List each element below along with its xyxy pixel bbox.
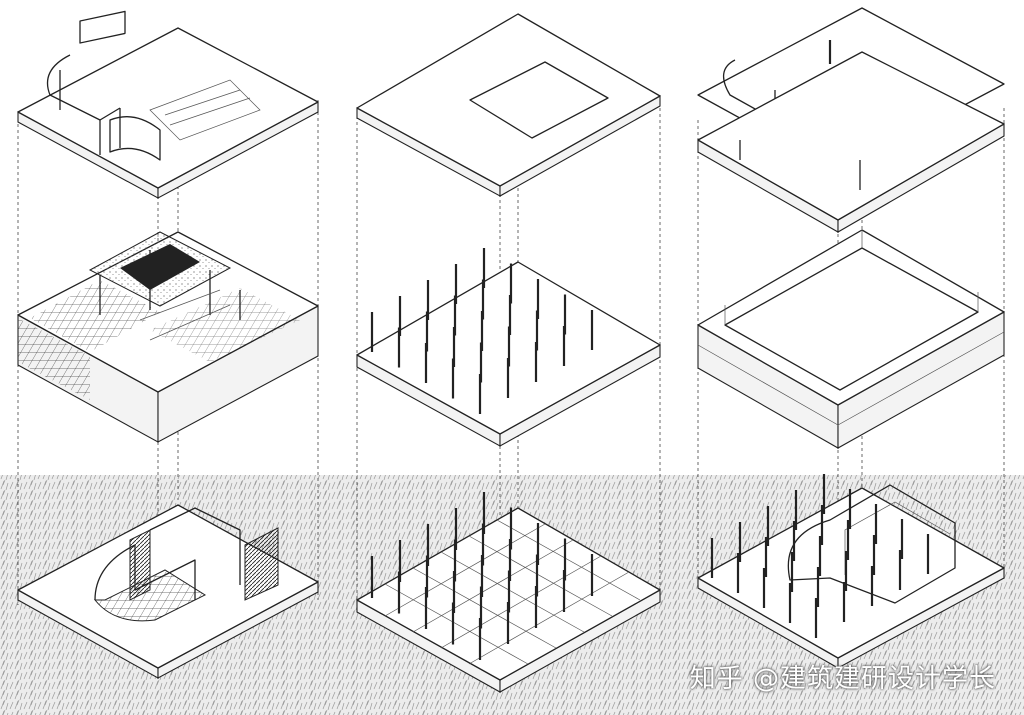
volume-floor-1	[17, 231, 319, 443]
roof-slab-2	[356, 13, 661, 197]
column-1-stack	[17, 10, 319, 680]
watermark-label: 知乎 @建筑建研设计学长	[689, 664, 996, 694]
column-2-stack	[356, 13, 661, 693]
roof-slab-1	[17, 10, 319, 199]
ground-floor-3	[697, 484, 1005, 669]
pilotis-columns-low	[370, 492, 594, 660]
column-3-stack	[697, 7, 1005, 669]
roof-garden-3	[697, 7, 1005, 233]
ribbon-window-frame-3	[697, 229, 1005, 449]
pilotis-columns-c3	[710, 474, 930, 638]
ground-floor-1	[17, 504, 319, 679]
pilotis-columns-mid	[370, 248, 594, 414]
